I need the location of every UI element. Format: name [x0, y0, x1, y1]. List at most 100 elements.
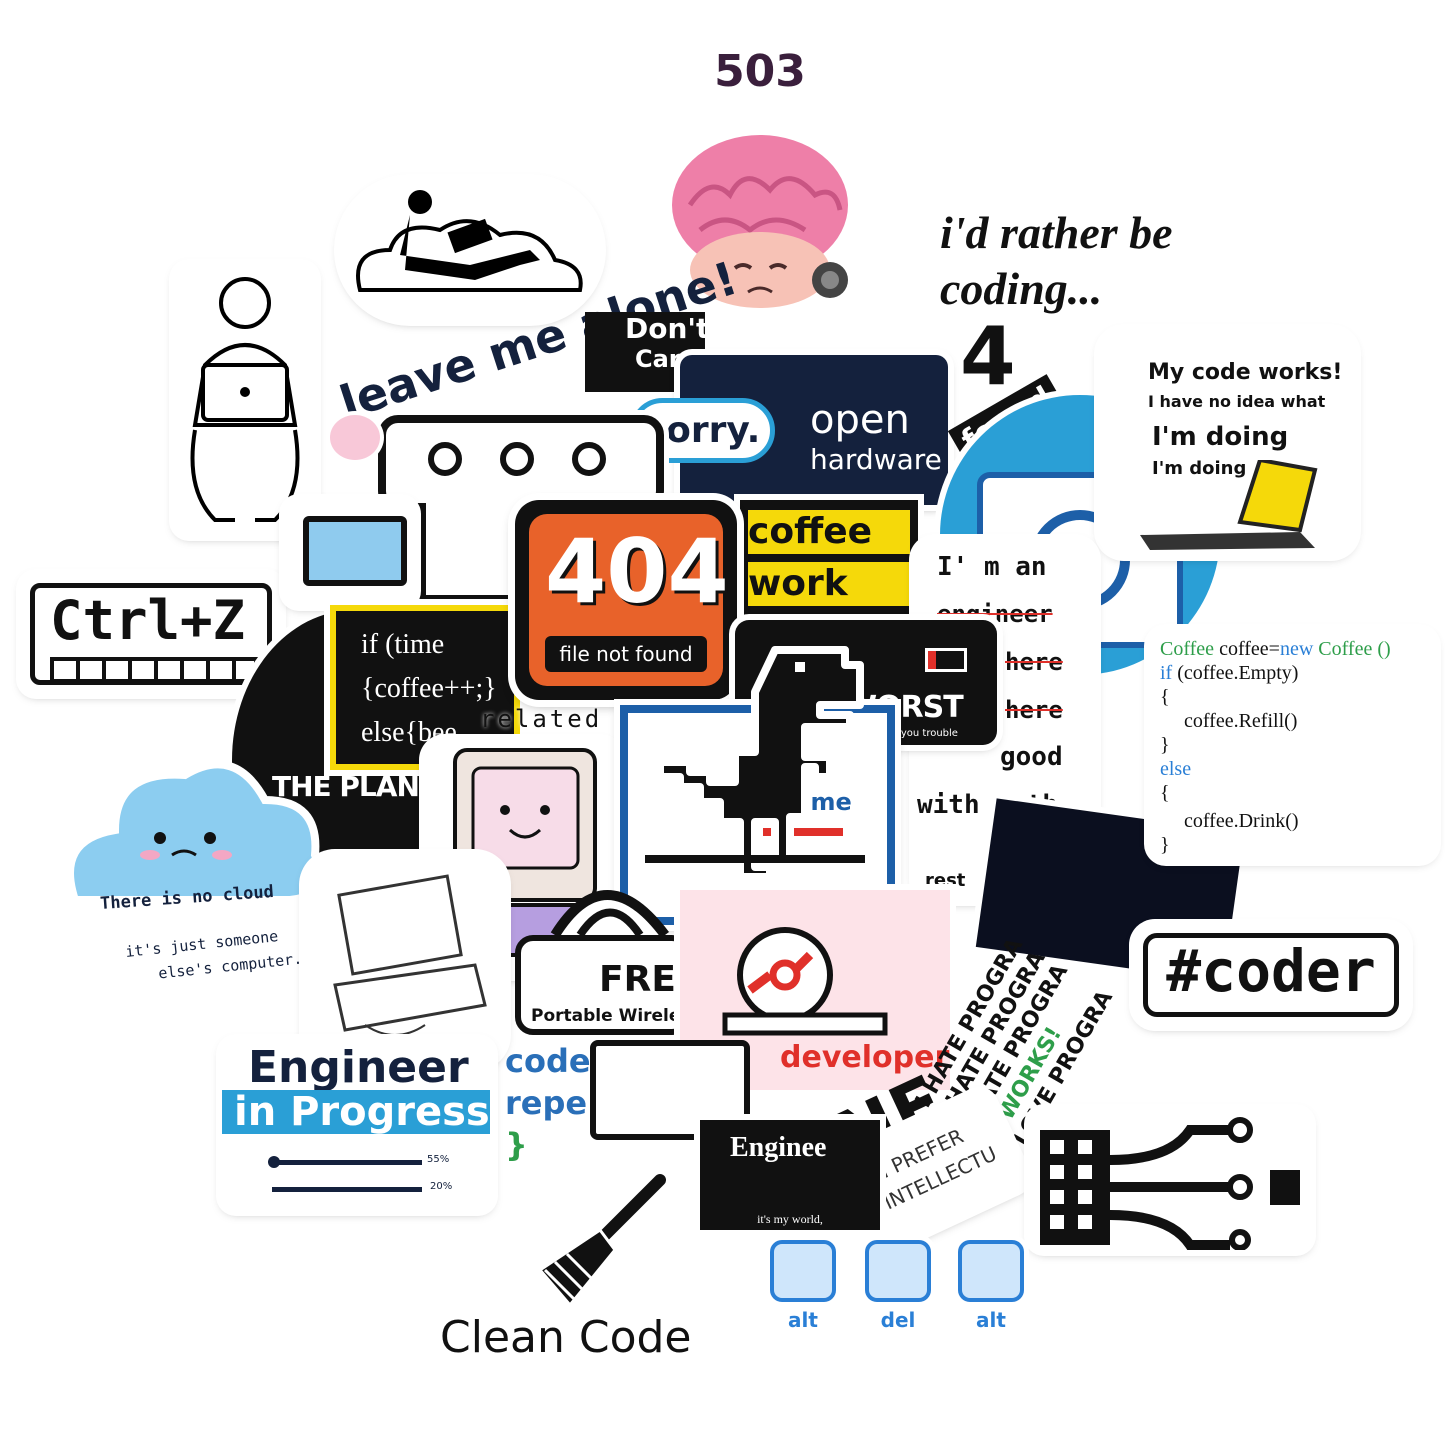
cloud-laptop-icon	[356, 190, 583, 292]
if-time-line1: if (time	[361, 629, 445, 660]
sticker-sweating-brain	[640, 110, 880, 320]
free-line2: Portable Wirele	[531, 1006, 681, 1026]
sticker-rather-be-coding: i'd rather be coding...	[940, 205, 1240, 325]
sticker-small-laptop	[285, 500, 415, 605]
dinosaur-icon	[645, 646, 865, 881]
sticker-sorry: sorry.	[630, 398, 775, 463]
sticker-coffee-code: Coffee coffee=new Coffee () if (coffee.E…	[1150, 630, 1435, 860]
cc-l1-rest: coffee=	[1214, 638, 1280, 660]
key-face-icon	[865, 1240, 931, 1302]
sketch-laptop-icon	[333, 874, 487, 1036]
disk-drive-icon	[722, 927, 888, 1036]
ctrl-z-text: Ctrl+Z	[50, 589, 246, 652]
progress-p1: 55%	[427, 1154, 450, 1165]
progress-line1: Engineer	[248, 1042, 469, 1093]
sticker-free-wireless: FRE Portable Wirele	[515, 855, 690, 1035]
rather-line2: coding...	[940, 263, 1103, 314]
progress-bar-1	[272, 1160, 422, 1165]
sad-cloud-icon	[66, 760, 326, 904]
sticker-coder: #coder	[1135, 925, 1407, 1025]
sticker-developer: developer	[740, 1040, 950, 1090]
cc-l8: coffee.Drink()	[1184, 810, 1299, 832]
sticker-sketch-laptop	[305, 855, 505, 1065]
coffee-line1: coffee	[748, 510, 910, 554]
sticker-my-code-works: My code works! I have no idea what I'm d…	[1100, 330, 1355, 555]
cc-l1-kw2: new	[1279, 638, 1314, 660]
open-line1: open	[810, 397, 910, 443]
sticker-404-file-not-found: 404 file not found	[515, 500, 737, 700]
progress-line2: in Progress	[222, 1090, 490, 1134]
rather-line1: i'd rather be	[940, 207, 1173, 258]
repeat-line2: repe	[505, 1084, 588, 1122]
sticker-engineer-world: Enginee it's my world,	[700, 1120, 880, 1230]
key-label: del	[880, 1308, 916, 1332]
sticker-key-del: del	[865, 1240, 937, 1345]
sticker-if-time-code: if (time {coffee++;} else{bee	[330, 605, 520, 770]
math-line4: here	[1005, 696, 1063, 724]
found-digit: 4	[960, 310, 1016, 403]
repeat-line3: }	[505, 1126, 528, 1164]
key-face-icon	[770, 1240, 836, 1302]
laptop-icon	[1140, 460, 1318, 550]
cc-l4: coffee.Refill()	[1184, 710, 1298, 732]
sticker-key-alt-1: alt	[770, 1240, 842, 1345]
sticker-circuit	[1030, 1110, 1310, 1250]
cc-l2-rest: (coffee.Empty)	[1172, 662, 1299, 684]
coder-text: #coder	[1166, 937, 1376, 1005]
error-404-caption: file not found	[545, 636, 707, 672]
key-label: alt	[976, 1308, 1006, 1332]
coffee-line2: work	[748, 562, 910, 606]
cc-l5: }	[1160, 734, 1170, 756]
cc-l1-kw: Coffee	[1160, 638, 1215, 660]
error-404-code: 404	[545, 520, 729, 623]
cc-l6: else	[1160, 758, 1192, 780]
sticker-man-laptop-outline	[175, 265, 315, 535]
brain-icon	[648, 122, 872, 318]
cc-l2-kw: if	[1160, 662, 1173, 684]
sticker-disk-developer	[680, 890, 950, 1090]
sticker-no-cloud: There is no cloud it's just someone else…	[60, 750, 330, 1020]
person-laptop-icon	[190, 277, 300, 522]
progress-bar-2	[272, 1187, 422, 1192]
cc-l7: {	[1160, 782, 1170, 804]
works-line4: I'm doing	[1152, 458, 1247, 479]
broom-icon	[537, 1174, 666, 1308]
cc-l1-cls: Coffee ()	[1313, 638, 1391, 660]
if-time-line2: {coffee++;}	[361, 673, 497, 704]
developer-text: developer	[780, 1040, 950, 1075]
dont-line1: Don't	[625, 312, 710, 345]
related-text: related	[480, 705, 603, 733]
sticker-man-on-cloud	[340, 180, 600, 320]
circuit-chip-icon	[1040, 1117, 1300, 1250]
cc-l9: }	[1160, 834, 1170, 856]
progress-dot	[268, 1156, 280, 1168]
key-label: alt	[788, 1308, 818, 1332]
works-line1: My code works!	[1148, 360, 1343, 385]
wifi-icon	[550, 890, 669, 939]
math-rest: rest	[925, 870, 966, 891]
cc-l3: {	[1160, 686, 1170, 708]
sticker-ctrl-z: Ctrl+Z	[22, 575, 280, 693]
code-503-text: 503	[714, 46, 806, 97]
sticker-pink-blob	[330, 415, 380, 460]
progress-p2: 20%	[430, 1181, 453, 1192]
sticker-404-found: 4 found	[940, 310, 1080, 465]
sticker-clean-code: Clean Code	[440, 1312, 730, 1377]
works-line3: I'm doing	[1152, 422, 1289, 452]
math-line5: good	[1000, 742, 1063, 772]
works-line2: I have no idea what	[1148, 392, 1326, 411]
sticker-coffee-work: coffee work	[740, 500, 918, 615]
open-line2: hardware	[810, 443, 942, 476]
sticker-key-alt-2: alt	[958, 1240, 1030, 1345]
key-face-icon	[958, 1240, 1024, 1302]
sticker-related: related	[480, 705, 620, 739]
engineer-world-sub: it's my world,	[757, 1212, 823, 1226]
math-line1: I' m an	[937, 552, 1047, 582]
engineer-world-title: Enginee	[730, 1132, 827, 1163]
sticker-pixel-dino	[625, 640, 880, 890]
repeat-line1: code	[505, 1042, 591, 1080]
clean-code-text: Clean Code	[440, 1312, 692, 1363]
sticker-broom	[525, 1170, 675, 1310]
sticker-503-label: 503	[700, 42, 820, 102]
sticker-code-repeat: code repe }	[505, 1040, 595, 1170]
